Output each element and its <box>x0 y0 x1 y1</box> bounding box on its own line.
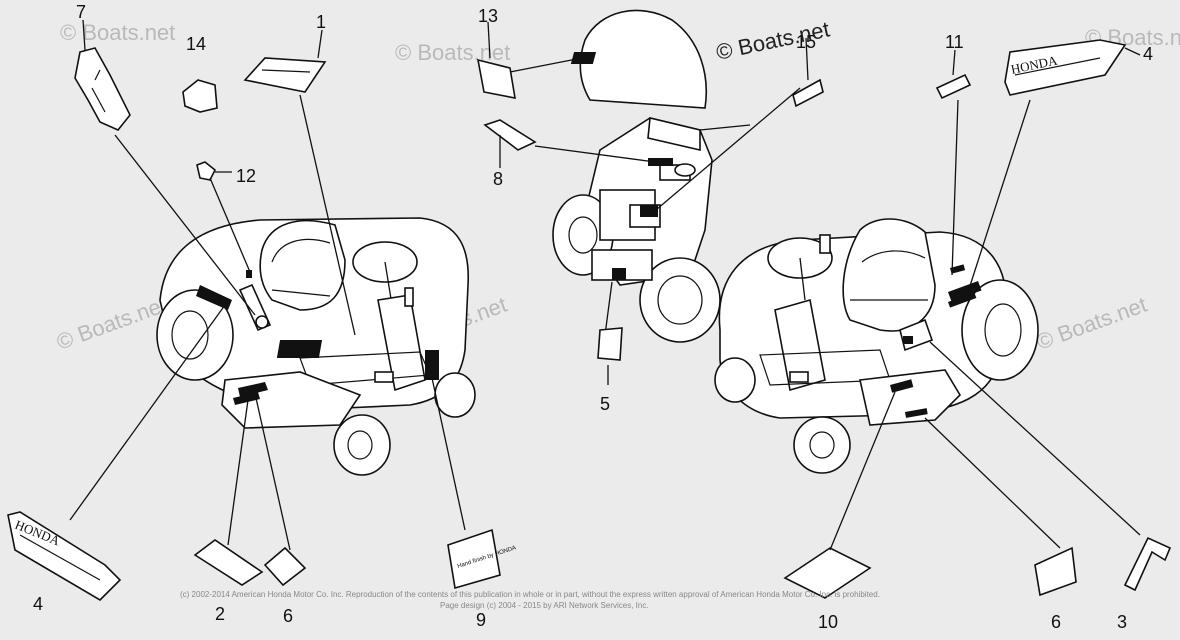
decal-5[interactable] <box>597 327 623 361</box>
callout-3[interactable]: 3 <box>1117 612 1127 632</box>
decal-6-left[interactable] <box>263 546 307 587</box>
decal-6-right[interactable] <box>1034 546 1077 597</box>
callout-13[interactable]: 13 <box>478 6 498 26</box>
decal-4-bottom-left[interactable]: HONDA <box>7 511 122 602</box>
decal-2[interactable] <box>193 539 264 586</box>
callout-6-right[interactable]: 6 <box>1051 612 1061 632</box>
decal-8[interactable] <box>483 119 537 151</box>
decal-11[interactable] <box>935 73 972 100</box>
callout-15[interactable]: 15 <box>796 32 816 52</box>
faint-watermark: © Boats.net <box>60 20 175 45</box>
copyright-line-1: (c) 2002-2014 American Honda Motor Co. I… <box>180 590 880 599</box>
decal-parts: HONDA HONDA Hand finish by HONDA <box>7 39 1172 602</box>
callout-5[interactable]: 5 <box>600 394 610 414</box>
decal-7[interactable] <box>74 47 131 131</box>
copyright-line-2: Page design (c) 2004 - 2015 by ARI Netwo… <box>440 601 649 610</box>
decal-14[interactable] <box>196 161 217 181</box>
engine-assembly-drawing <box>552 9 751 343</box>
callout-6-left[interactable]: 6 <box>283 606 293 626</box>
callout-7[interactable]: 7 <box>76 2 86 22</box>
callout-10[interactable]: 14 <box>186 34 206 54</box>
decal-13[interactable] <box>476 58 516 100</box>
callout-2[interactable]: 2 <box>215 604 225 624</box>
decal-12[interactable] <box>783 547 872 599</box>
callout-1[interactable]: 1 <box>316 12 326 32</box>
callout-4-top[interactable]: 4 <box>1143 44 1153 64</box>
faint-watermark: © Boats.net <box>395 40 510 65</box>
faint-watermark: © Boats.net <box>53 292 170 355</box>
leader-lines <box>69 19 1141 551</box>
callout-8[interactable]: 8 <box>493 169 503 189</box>
decal-3[interactable] <box>1123 536 1172 592</box>
decal-15[interactable] <box>792 78 824 108</box>
decal-1[interactable] <box>243 57 327 93</box>
callout-11[interactable]: 11 <box>945 32 964 52</box>
callout-12[interactable]: 10 <box>818 612 838 632</box>
decal-4-top-right[interactable]: HONDA <box>1004 39 1127 96</box>
right-mower-drawing <box>714 218 1039 474</box>
callout-14[interactable]: 12 <box>236 166 256 186</box>
left-mower-drawing <box>156 217 476 476</box>
decal-9[interactable]: Hand finish by HONDA <box>447 528 517 590</box>
callout-4-bottom[interactable]: 4 <box>33 594 43 614</box>
callout-9[interactable]: 9 <box>476 610 486 630</box>
callout-numbers: 7 14 1 12 13 8 15 11 4 5 4 2 6 9 10 6 3 <box>33 2 1153 632</box>
decal-10[interactable] <box>182 79 218 113</box>
faint-watermark: © Boats.net <box>1033 292 1150 355</box>
